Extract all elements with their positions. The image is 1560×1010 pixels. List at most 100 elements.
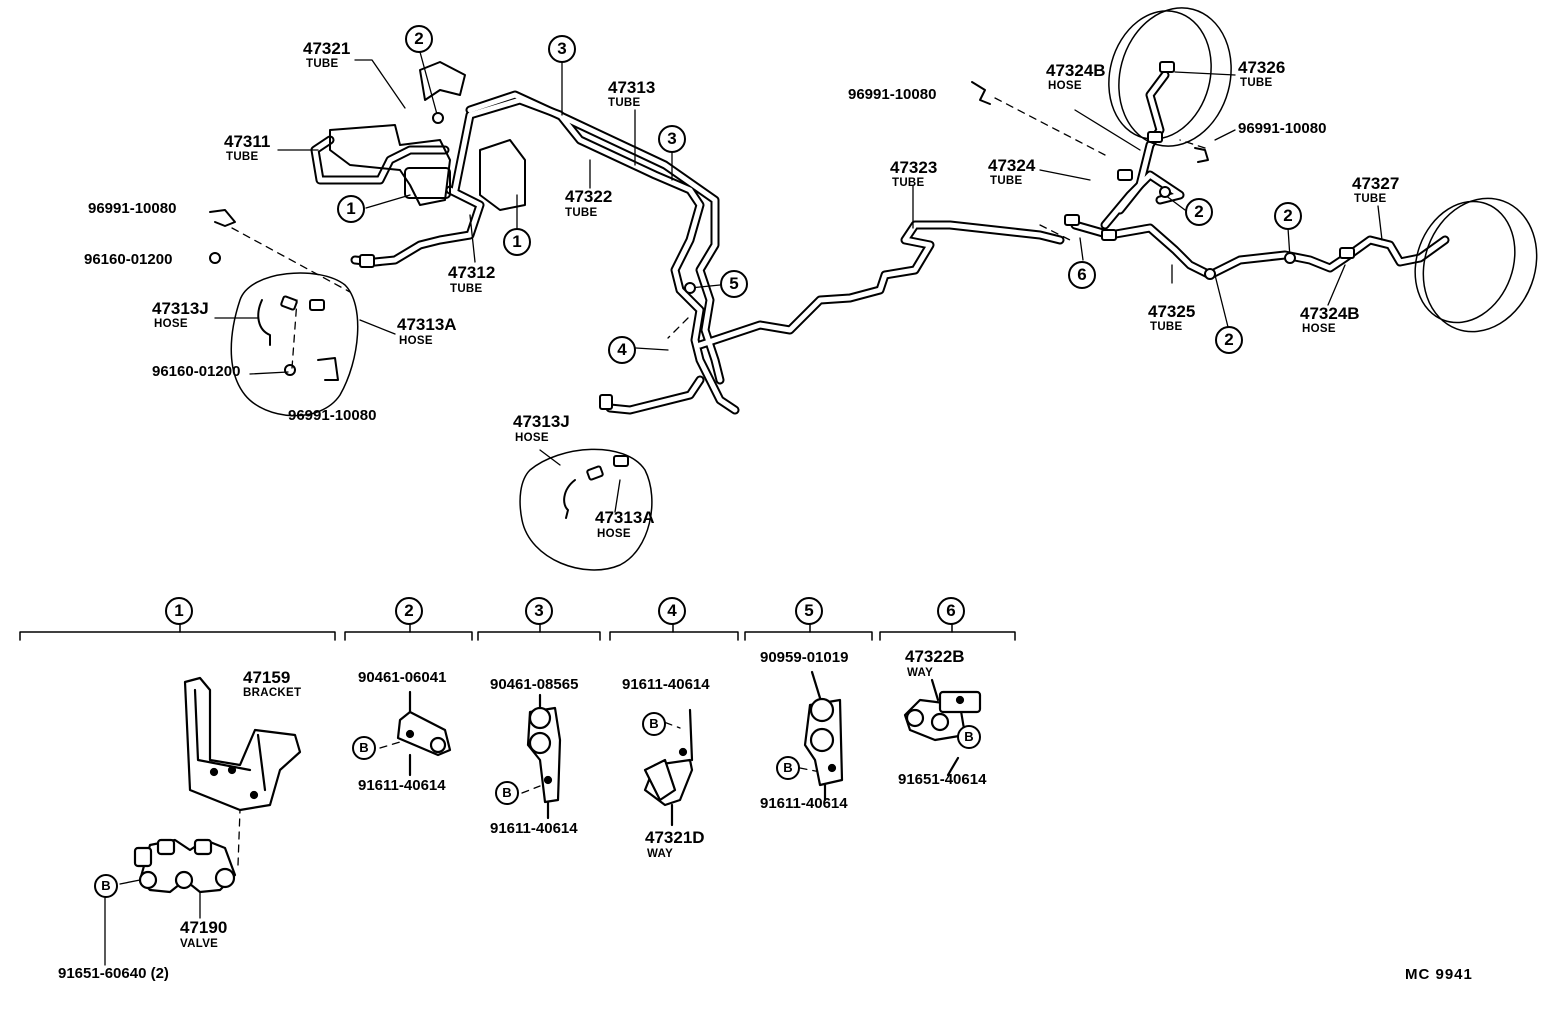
label-47322b-name: WAY — [907, 667, 934, 679]
label-90461-06041: 90461-06041 — [358, 669, 447, 686]
label-47190: 47190 — [180, 918, 228, 937]
section-ref-4: 4 — [658, 597, 686, 625]
label-91611-40614-s3: 91611-40614 — [490, 820, 578, 837]
label-47325: 47325 — [1148, 302, 1196, 321]
ref-1-right: 1 — [503, 228, 531, 256]
clip-shapes — [209, 81, 1209, 381]
hose-fittings — [280, 61, 1355, 481]
label-91611-40614-s5: 91611-40614 — [760, 795, 848, 812]
label-47324-name: TUBE — [990, 175, 1023, 187]
label-96160-bottom: 96160-01200 — [152, 363, 241, 380]
clamp-90959-01019-shape — [803, 670, 844, 802]
ref-2-top: 2 — [405, 25, 433, 53]
ref-1-left: 1 — [337, 195, 365, 223]
way-47322b-shape — [903, 678, 982, 777]
label-96160-top: 96160-01200 — [84, 251, 173, 268]
label-47190-name: VALVE — [180, 938, 219, 950]
bolt-marker-b-2: B — [352, 736, 376, 760]
ref-6: 6 — [1068, 261, 1096, 289]
label-47323-name: TUBE — [892, 177, 925, 189]
label-96991-bottom: 96991-10080 — [288, 407, 377, 424]
section-ref-2: 2 — [395, 597, 423, 625]
label-96991-rear-right: 96991-10080 — [1238, 120, 1327, 137]
label-47327: 47327 — [1352, 174, 1400, 193]
label-47325-name: TUBE — [1150, 321, 1183, 333]
label-47321d: 47321D — [645, 828, 705, 847]
label-47159: 47159 — [243, 668, 291, 687]
label-47159-name: BRACKET — [243, 687, 302, 699]
rear-right-drum-outline — [1414, 197, 1538, 333]
ref-5: 5 — [720, 270, 748, 298]
rear-left-drum-outline — [1108, 7, 1232, 147]
ref-3-mid: 3 — [658, 125, 686, 153]
label-47313j-right-name: HOSE — [515, 432, 549, 444]
label-96991-left: 96991-10080 — [88, 200, 177, 217]
label-47311: 47311 — [224, 132, 271, 151]
label-47313a-left: 47313A — [397, 315, 457, 334]
label-47321-name: TUBE — [306, 58, 339, 70]
label-47311-name: TUBE — [226, 151, 259, 163]
front-left-wheel-outline — [230, 272, 359, 417]
label-47323: 47323 — [890, 158, 938, 177]
diagram-code: MC 9941 — [1405, 966, 1473, 983]
label-47326-name: TUBE — [1240, 77, 1273, 89]
section-ref-1: 1 — [165, 597, 193, 625]
label-47322: 47322 — [565, 187, 613, 206]
ref-2-rear-a: 2 — [1185, 198, 1213, 226]
label-96991-rear: 96991-10080 — [848, 86, 937, 103]
label-47313a-right-name: HOSE — [597, 528, 631, 540]
label-47313a-left-name: HOSE — [399, 335, 433, 347]
way-47321d-shape — [643, 708, 694, 827]
hose-lines — [257, 299, 576, 519]
label-47313j-left: 47313J — [152, 299, 209, 318]
label-47324b-bottom-name: HOSE — [1302, 323, 1336, 335]
label-91611-40614-s2: 91611-40614 — [358, 777, 446, 794]
label-47313j-right: 47313J — [513, 412, 570, 431]
valve-leaders — [104, 879, 201, 966]
section-ref-6: 6 — [937, 597, 965, 625]
ref-3-top: 3 — [548, 35, 576, 63]
label-47324b-bottom: 47324B — [1300, 304, 1360, 323]
brake-tube-run-inner — [312, 72, 1448, 413]
label-47321: 47321 — [303, 39, 351, 58]
label-leaders — [214, 51, 1383, 513]
label-90461-08565: 90461-08565 — [490, 676, 579, 693]
label-47313-name: TUBE — [608, 97, 641, 109]
bolt-marker-b-4: B — [642, 712, 666, 736]
section-brackets — [19, 621, 1016, 641]
front-right-wheel-outline — [519, 448, 653, 571]
label-47313a-right: 47313A — [595, 508, 655, 527]
bolt-marker-b-6: B — [957, 725, 981, 749]
label-91611-40614-s4: 91611-40614 — [622, 676, 710, 693]
bracket-47159-shape — [183, 676, 302, 812]
junction-dots — [432, 112, 1296, 294]
clamp-90461-08565-shape — [526, 693, 562, 820]
label-47321d-name: WAY — [647, 848, 674, 860]
ref-2-rear-c: 2 — [1215, 326, 1243, 354]
bolt-marker-b-valve: B — [94, 874, 118, 898]
label-47312: 47312 — [448, 263, 496, 282]
label-47313: 47313 — [608, 78, 656, 97]
label-47324b-top-name: HOSE — [1048, 80, 1082, 92]
label-47322-name: TUBE — [565, 207, 598, 219]
ref-2-rear-b: 2 — [1274, 202, 1302, 230]
label-47324b-top: 47324B — [1046, 61, 1106, 80]
master-cylinder-outline — [329, 61, 526, 211]
ref-4: 4 — [608, 336, 636, 364]
label-47312-name: TUBE — [450, 283, 483, 295]
label-47326: 47326 — [1238, 58, 1286, 77]
label-90959-01019: 90959-01019 — [760, 649, 849, 666]
label-47327-name: TUBE — [1354, 193, 1387, 205]
section-ref-5: 5 — [795, 597, 823, 625]
label-47313j-left-name: HOSE — [154, 318, 188, 330]
bolt-marker-b-5: B — [776, 756, 800, 780]
valve-47190-shape — [133, 838, 237, 894]
label-91651-60640: 91651-60640 (2) — [58, 965, 169, 982]
label-47322b: 47322B — [905, 647, 965, 666]
clamp-90461-06041-shape — [396, 690, 452, 777]
label-47324: 47324 — [988, 156, 1036, 175]
bolt-marker-b-3: B — [495, 781, 519, 805]
section-ref-3: 3 — [525, 597, 553, 625]
